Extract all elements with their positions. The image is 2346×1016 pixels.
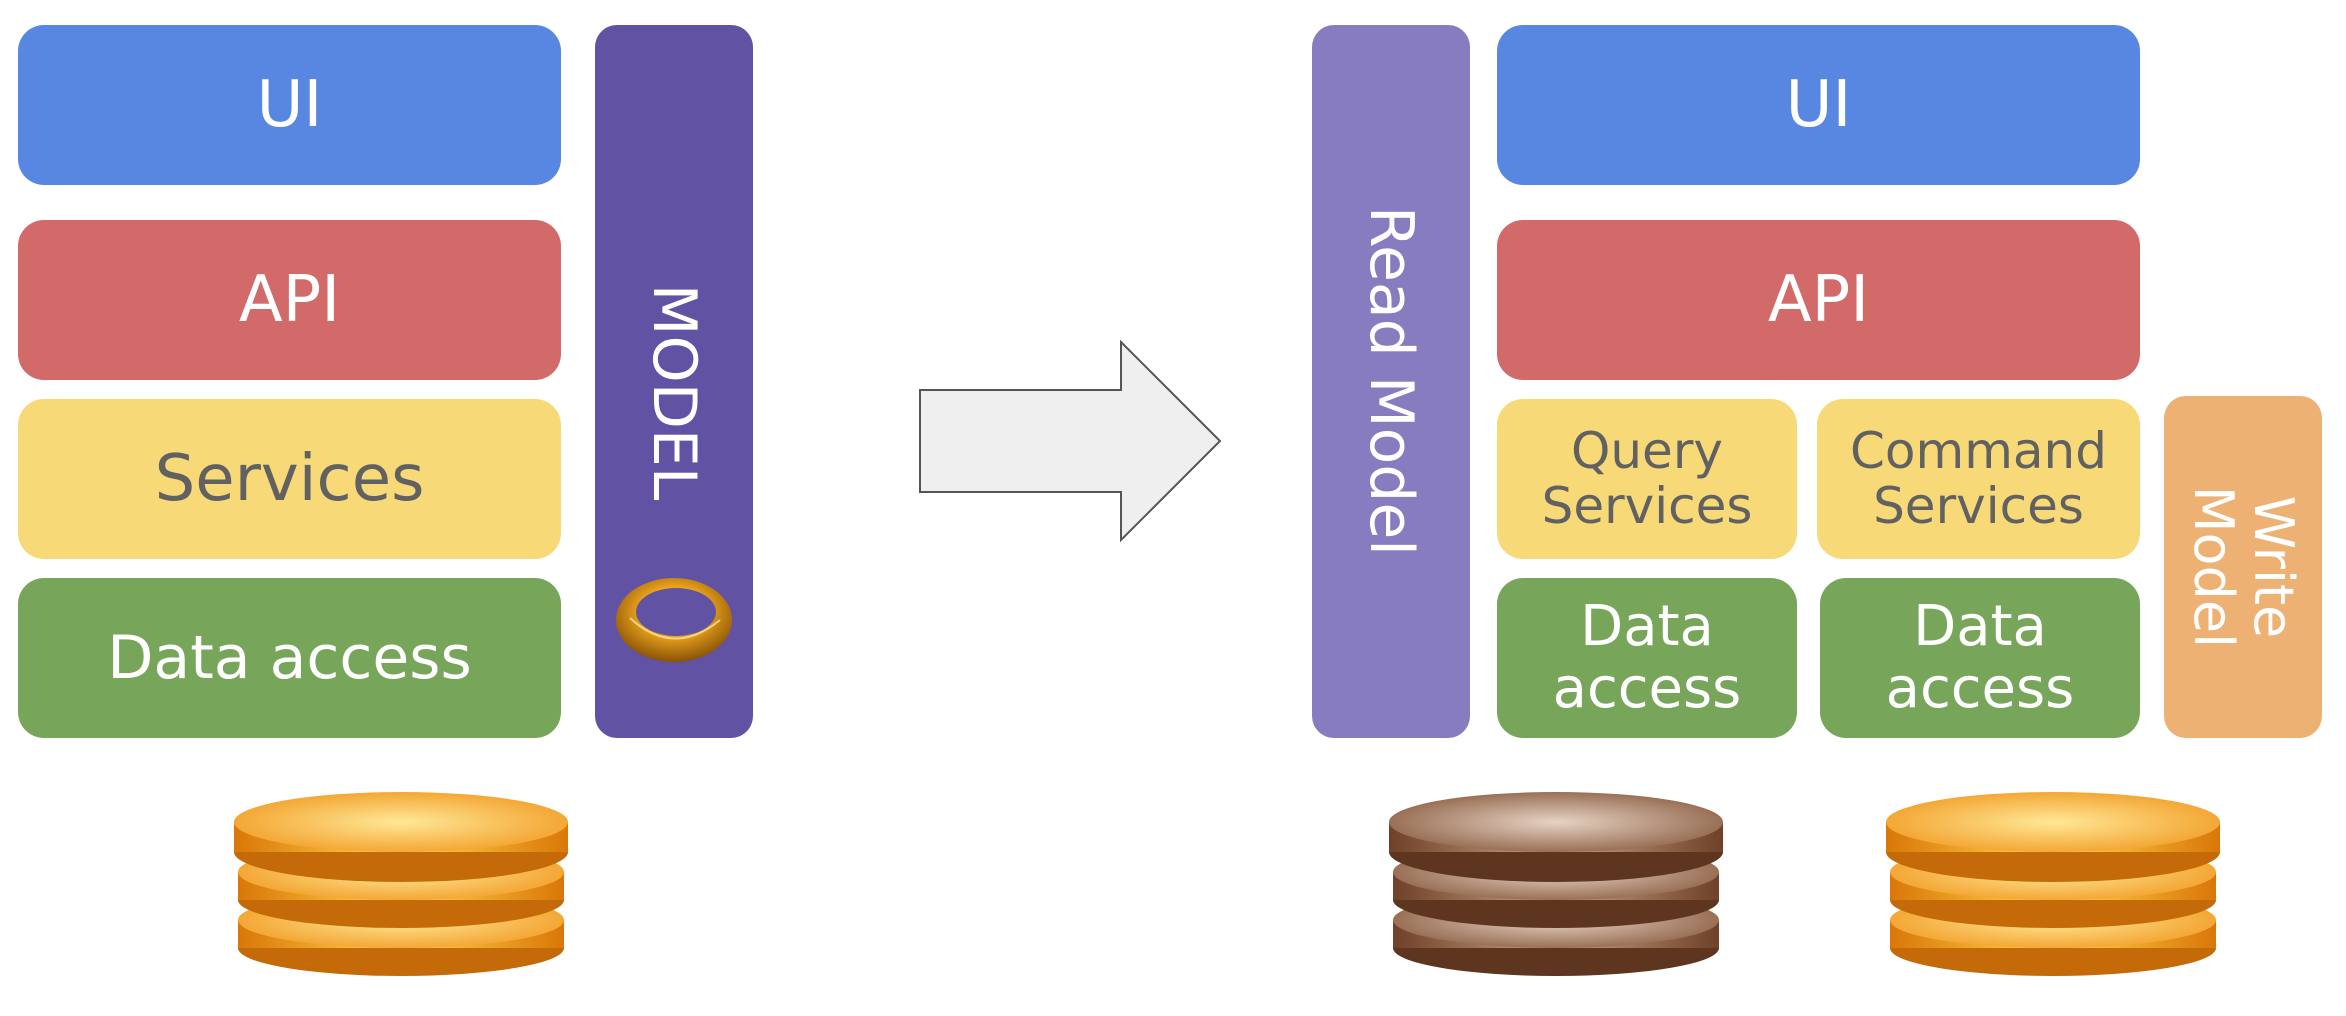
query-data-access-layer: Data access: [1497, 578, 1797, 738]
left-data-access-layer: Data access: [18, 578, 561, 738]
command-services-layer: Command Services: [1817, 399, 2140, 559]
left-api-label: API: [238, 262, 341, 337]
right-ui-layer: UI: [1497, 25, 2140, 185]
command-services-label: Command Services: [1850, 422, 2107, 535]
read-database-icon: [1383, 788, 1729, 980]
query-services-label: Query Services: [1541, 422, 1753, 535]
ring-icon: [608, 558, 740, 670]
command-data-access-layer: Data access: [1820, 578, 2140, 738]
transform-arrow-icon: [918, 340, 1224, 542]
write-model-label: Write Model: [2182, 485, 2305, 649]
left-services-label: Services: [154, 441, 425, 516]
query-services-layer: Query Services: [1497, 399, 1797, 559]
read-model-bar: [1312, 25, 1470, 738]
right-ui-label: UI: [1785, 67, 1852, 142]
command-data-access-label: Data access: [1885, 594, 2075, 721]
right-api-layer: API: [1497, 220, 2140, 380]
read-model-label: Read Model: [1356, 206, 1426, 556]
left-ui-layer: UI: [18, 25, 561, 185]
left-data-access-label: Data access: [107, 623, 472, 693]
left-database-icon: [228, 788, 574, 980]
write-model-bar: [2164, 396, 2322, 738]
left-api-layer: API: [18, 220, 561, 380]
query-data-access-label: Data access: [1552, 594, 1742, 721]
left-services-layer: Services: [18, 399, 561, 559]
right-api-label: API: [1767, 262, 1870, 337]
left-ui-label: UI: [256, 67, 323, 142]
write-database-icon: [1880, 788, 2226, 980]
